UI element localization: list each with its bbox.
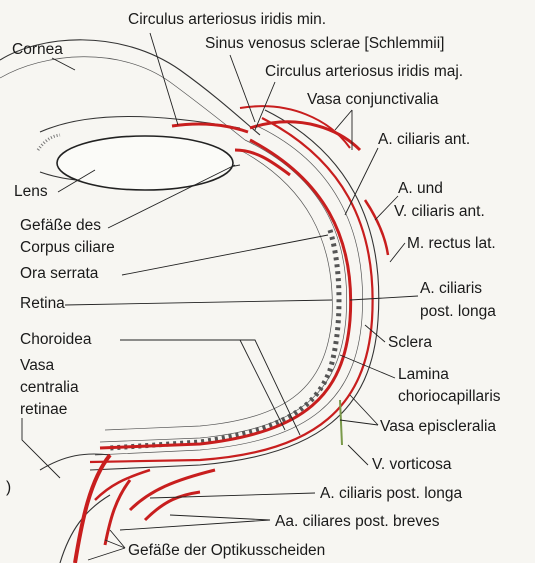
label-a-ciliaris-ant: A. ciliaris ant. xyxy=(378,131,470,148)
label-sinus-venosus: Sinus venosus sclerae [Schlemmii] xyxy=(205,35,445,52)
leader-lines xyxy=(22,33,418,560)
label-vasa-conjunctivalia: Vasa conjunctivalia xyxy=(307,91,439,108)
leader-cornea xyxy=(52,58,75,70)
lens-body xyxy=(57,136,233,190)
retina-layer xyxy=(105,150,332,430)
leader-post-longa-bottom xyxy=(150,493,315,498)
label-gefaesse-optikus: Gefäße der Optikusscheiden xyxy=(128,542,325,559)
label-lens: Lens xyxy=(14,183,48,200)
optic-vessel-3 xyxy=(130,470,215,510)
cornea-inner xyxy=(0,57,245,140)
margin-mark: ) xyxy=(6,479,11,496)
label-ora-serrata: Ora serrata xyxy=(20,265,99,282)
label-vasa-centralia-3: retinae xyxy=(20,401,67,418)
labels: Circulus arteriosus iridis min. Sinus ve… xyxy=(6,11,501,559)
leader-a-ciliaris-ant xyxy=(345,148,378,215)
label-a-und: A. und xyxy=(398,180,443,197)
label-m-rectus-lat: M. rectus lat. xyxy=(407,235,496,252)
label-lamina-2: choriocapillaris xyxy=(398,388,501,405)
leader-retina xyxy=(65,300,332,305)
leader-vasa-conj xyxy=(335,110,352,130)
leader-post-breves xyxy=(170,515,270,520)
retina-beads xyxy=(110,230,339,448)
leader-episcleralia xyxy=(350,395,378,425)
label-v-ciliaris-ant: V. ciliaris ant. xyxy=(394,203,485,220)
leader-choroidea-2 xyxy=(240,340,285,430)
leader-sclera xyxy=(365,325,385,342)
leader-vorticosa xyxy=(348,445,368,465)
leader-post-breves-2 xyxy=(120,520,270,530)
leader-episcleralia-2 xyxy=(340,420,378,425)
optic-vessel-5 xyxy=(95,470,150,500)
vorticose-vein xyxy=(340,400,342,445)
leader-circulus-min xyxy=(150,33,178,125)
label-a-ciliaris-post-longa-2: post. longa xyxy=(420,303,496,320)
label-circulus-min: Circulus arteriosus iridis min. xyxy=(128,11,326,28)
label-vasa-centralia-1: Vasa xyxy=(20,357,55,374)
label-circulus-maj: Circulus arteriosus iridis maj. xyxy=(265,63,463,80)
leader-rectus xyxy=(390,243,405,262)
label-sclera: Sclera xyxy=(388,334,432,351)
label-a-ciliaris-post-longa-1: A. ciliaris xyxy=(420,280,482,297)
label-gefaesse-corpus-2: Corpus ciliare xyxy=(20,239,115,256)
leader-ora xyxy=(122,235,328,275)
label-choroidea: Choroidea xyxy=(20,331,92,348)
leader-ciliaris-post xyxy=(350,296,418,300)
vessel-iris-ring xyxy=(172,124,248,132)
label-aa-ciliares-post-breves: Aa. ciliares post. breves xyxy=(275,513,440,530)
label-lamina-1: Lamina xyxy=(398,366,449,383)
leader-optikus-3 xyxy=(88,548,125,560)
optic-vessel-1 xyxy=(75,455,110,563)
vessel-corpus-ciliare xyxy=(235,150,290,175)
iris-stipple xyxy=(38,135,60,150)
label-vasa-centralia-2: centralia xyxy=(20,379,79,396)
leader-choroidea xyxy=(120,340,300,435)
label-gefaesse-corpus-1: Gefäße des xyxy=(20,217,101,234)
label-cornea: Cornea xyxy=(12,41,63,58)
label-vasa-episcleralia: Vasa episcleralia xyxy=(380,418,496,435)
label-v-vorticosa: V. vorticosa xyxy=(372,456,452,473)
label-a-ciliaris-post-longa-bottom: A. ciliaris post. longa xyxy=(320,485,463,502)
label-retina: Retina xyxy=(20,295,65,312)
